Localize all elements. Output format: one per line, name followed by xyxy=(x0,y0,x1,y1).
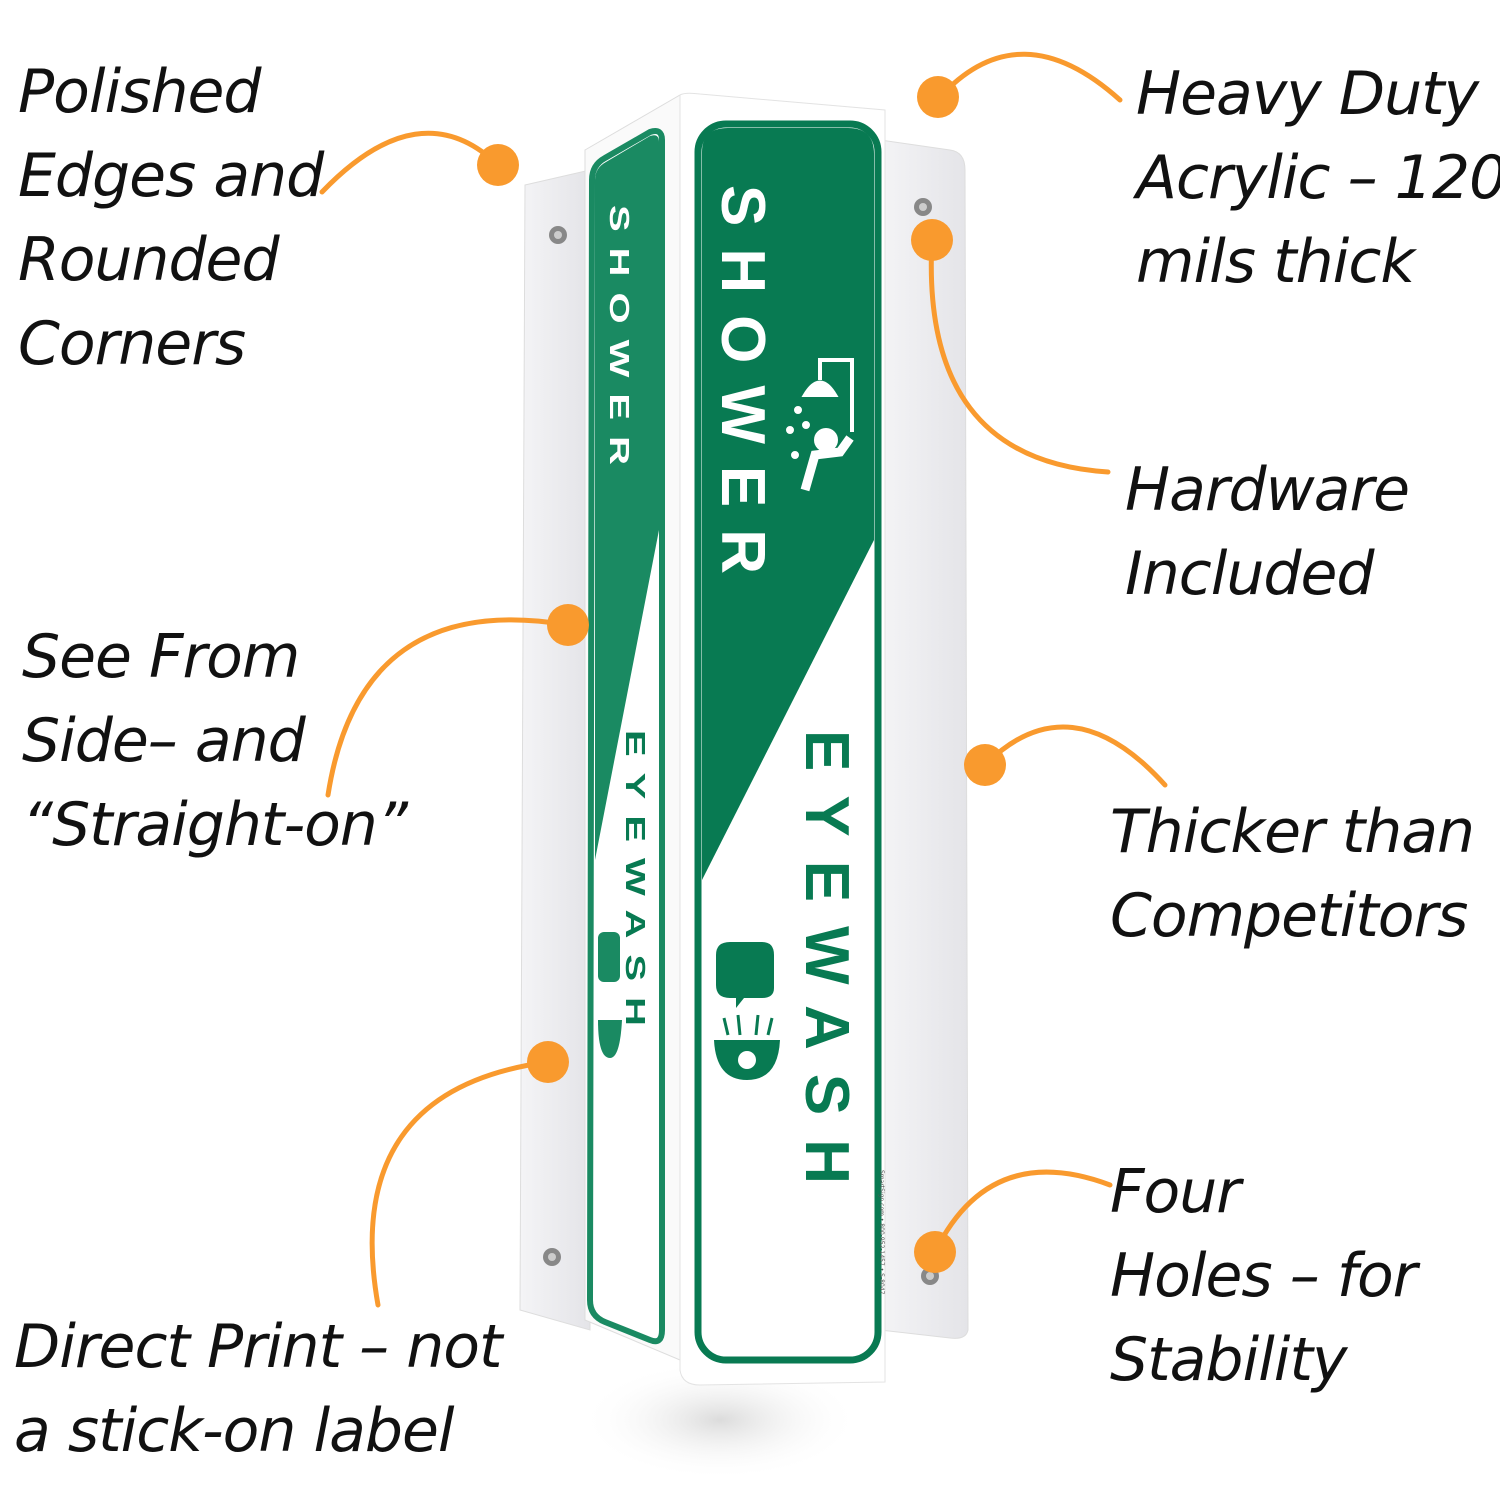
callout-line: Polished xyxy=(18,57,262,127)
callout-line: Thicker than xyxy=(1110,797,1475,867)
callout-lines xyxy=(319,51,1168,1308)
screw-icon xyxy=(543,1248,561,1266)
callout-dot xyxy=(914,1231,956,1273)
callout-line: Holes – for xyxy=(1110,1241,1417,1311)
left-mounting-plate xyxy=(519,169,591,1331)
side-eyewash-text: EYEWASH xyxy=(620,730,651,1042)
callout-polished-edges: Polished Edges and Rounded Corners xyxy=(18,50,324,386)
callout-line: Stability xyxy=(1110,1325,1348,1395)
side-shower-text: SHOWER xyxy=(604,205,635,481)
callout-dots xyxy=(477,76,1006,1273)
callout-line: “Straight-on” xyxy=(22,790,408,860)
callout-line: Included xyxy=(1125,539,1375,609)
callout-dot xyxy=(917,76,959,118)
front-green-field xyxy=(702,128,874,880)
callout-dot xyxy=(964,744,1006,786)
callout-direct-print: Direct Print – not a stick-on label xyxy=(14,1305,503,1473)
callout-line: Hardware xyxy=(1125,455,1410,525)
front-eyewash-text: EYEWASH xyxy=(792,730,861,1208)
callout-four-holes: Four Holes – for Stability xyxy=(1110,1150,1417,1402)
callout-thicker: Thicker than Competitors xyxy=(1110,790,1475,958)
callout-line: Heavy Duty xyxy=(1136,59,1479,129)
callout-line: See From xyxy=(22,622,300,692)
callout-line: Edges and xyxy=(18,141,324,211)
callout-line: Corners xyxy=(18,309,246,379)
screw-icon xyxy=(914,198,932,216)
callout-line: a stick-on label xyxy=(14,1396,455,1466)
callout-line: Four xyxy=(1110,1157,1241,1227)
callout-line: Direct Print – not xyxy=(14,1312,503,1382)
front-shower-text: SHOWER xyxy=(708,185,777,596)
right-mounting-plate xyxy=(879,139,969,1339)
eyewash-station-icon xyxy=(714,942,780,1080)
sign-shadow xyxy=(580,1360,860,1480)
callout-dot xyxy=(911,219,953,261)
callout-see-from: See From Side– and “Straight-on” xyxy=(22,615,408,867)
fine-print: SmartSign.com • 800-952-1457 • S-8047 xyxy=(878,1170,885,1295)
callout-line: mils thick xyxy=(1136,227,1415,297)
callout-hardware: Hardware Included xyxy=(1125,448,1410,616)
callout-line: Competitors xyxy=(1110,881,1468,951)
callout-line: Rounded xyxy=(18,225,280,295)
callout-heavy-duty: Heavy Duty Acrylic – 120 mils thick xyxy=(1136,52,1500,304)
screw-icon xyxy=(549,226,567,244)
callout-dot xyxy=(547,604,589,646)
callout-dot xyxy=(527,1041,569,1083)
side-eyewash-icon xyxy=(598,932,622,1058)
callout-line: Acrylic – 120 xyxy=(1136,143,1500,213)
callout-dot xyxy=(477,144,519,186)
emergency-shower-icon xyxy=(786,358,854,492)
callout-line: Side– and xyxy=(22,706,306,776)
